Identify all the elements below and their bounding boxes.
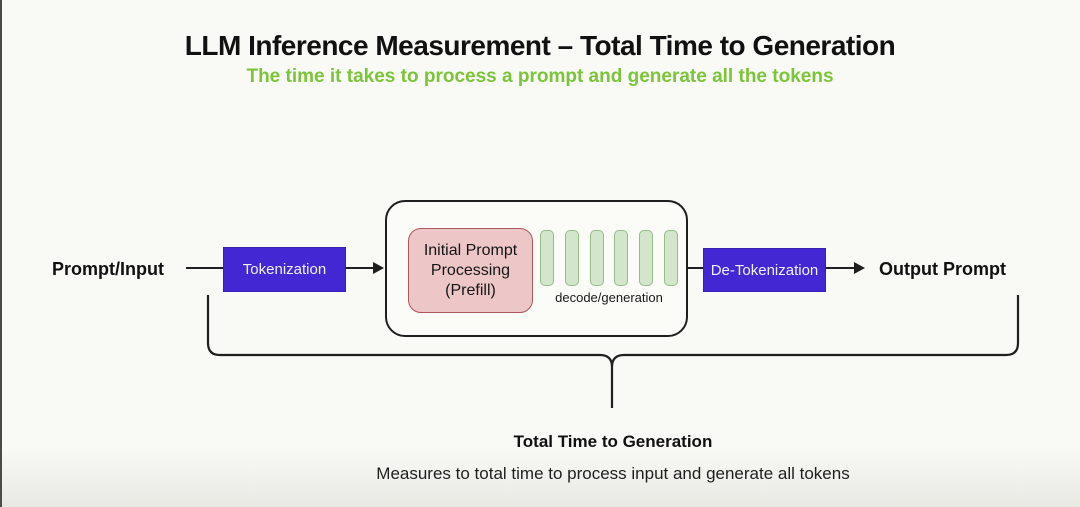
token-bar — [564, 230, 579, 286]
decode-token-bars — [540, 230, 678, 286]
arrowhead-into-output — [854, 262, 865, 274]
left-edge-strip — [0, 0, 2, 507]
output-prompt-label: Output Prompt — [879, 259, 1006, 279]
token-bar — [639, 230, 654, 286]
prompt-input-label: Prompt/Input — [52, 259, 164, 279]
tokenization-label: Tokenization — [242, 261, 327, 278]
detokenization-label: De-Tokenization — [710, 261, 819, 279]
arrowhead-into-engine — [373, 262, 384, 274]
connector-tokenization-to-engine — [346, 267, 374, 269]
connector-engine-to-detokenization — [688, 267, 703, 269]
detokenization-box: De-Tokenization — [703, 248, 826, 292]
prefill-line-3: (Prefill) — [445, 281, 496, 299]
connector-detokenization-to-output — [826, 267, 855, 269]
token-bar — [614, 230, 629, 286]
total-time-description: Measures to total time to process input … — [376, 464, 850, 483]
token-bar — [663, 230, 678, 286]
total-time-brace — [206, 295, 1020, 408]
decode-generation-label: decode/generation — [555, 290, 663, 305]
prefill-line-1: Initial Prompt — [423, 241, 518, 259]
page-subtitle: The time it takes to process a prompt an… — [246, 66, 834, 87]
connector-input-to-tokenization — [186, 267, 223, 269]
tokenization-box: Tokenization — [223, 247, 346, 292]
token-bar — [589, 230, 604, 286]
total-time-heading: Total Time to Generation — [513, 432, 713, 451]
prefill-line-2: Processing — [430, 261, 511, 279]
token-bar — [540, 230, 554, 286]
page-title: LLM Inference Measurement – Total Time t… — [184, 30, 896, 61]
prefill-box: Initial Prompt Processing (Prefill) — [408, 228, 533, 313]
